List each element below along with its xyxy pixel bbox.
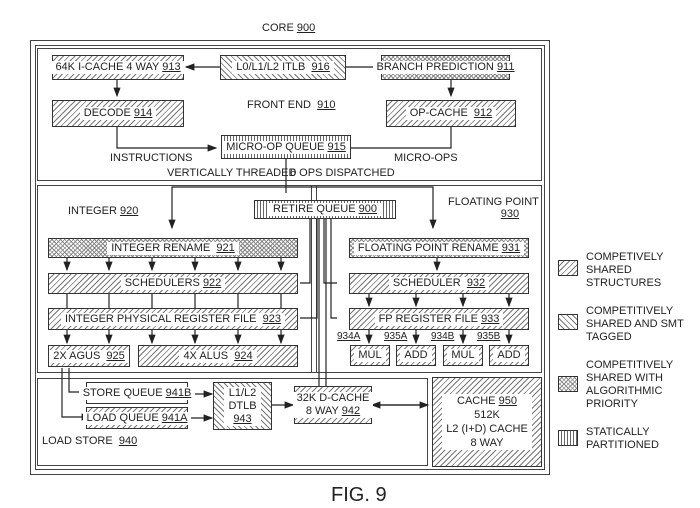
- fp-rename-box: FLOATING POINT RENAME 931: [349, 238, 529, 258]
- legend-competitively-shared-text: COMPETIVELY SHARED STRUCTURES: [586, 251, 664, 289]
- fp-unit-num: 934A: [337, 331, 361, 342]
- fp-unit-num: 935B: [477, 331, 501, 342]
- legend-algorithmic-priority-text: COMPETITIVELY SHARED WITH ALGORITHMIC PR…: [586, 359, 674, 410]
- legend-smt-tagged-text: COMPETITIVELY SHARED AND SMT TAGGED: [586, 305, 684, 343]
- integer-prf-box: INTEGER PHYSICAL REGISTER FILE 923: [48, 308, 298, 330]
- micro-ops-label: MICRO-OPS: [394, 152, 458, 164]
- integer-rename-box: INTEGER RENAME 921: [48, 238, 298, 258]
- legend-statically-partitioned-swatch: [558, 430, 578, 446]
- agus-box: 2X AGUS 925: [48, 345, 130, 367]
- legend-statically-partitioned-text: STATICALLY PARTITIONED: [586, 426, 659, 451]
- fp-add-unit: ADD: [489, 345, 529, 366]
- fp-register-file-box: FP REGISTER FILE 933: [349, 308, 529, 330]
- legend-competitively-shared-swatch: [558, 260, 578, 276]
- core-frame: [30, 40, 550, 475]
- fp-mul-unit: MUL: [350, 345, 390, 366]
- retire-queue-box: RETIRE QUEUE 900: [254, 200, 396, 219]
- front-end-frame: [37, 48, 542, 181]
- branch-prediction-box: BRANCH PREDICTION 911: [372, 55, 519, 80]
- store-queue-box: STORE QUEUE 941B: [78, 382, 196, 404]
- fp-unit-num: 934B: [431, 331, 455, 342]
- alus-box: 4X ALUS 924: [138, 345, 298, 367]
- load-store-frame: [37, 378, 428, 466]
- legend-smt-tagged-swatch: [558, 314, 578, 330]
- icache-box: 64K I-CACHE 4 WAY 913: [51, 55, 185, 80]
- op-cache-box: OP-CACHE 912: [386, 100, 516, 127]
- vertically-threaded-label: VERTICALLY THREADED: [167, 167, 297, 179]
- integer-label: INTEGER 920: [68, 205, 139, 217]
- itlb-box: L0/L1/L2 ITLB 916: [220, 55, 346, 80]
- load-store-label: LOAD STORE 940: [42, 435, 138, 447]
- fp-add-unit: ADD: [396, 345, 436, 366]
- core-label: CORE 900: [262, 22, 316, 34]
- legend-algorithmic-priority-swatch: [558, 376, 578, 392]
- core-inner-frame: [35, 45, 545, 470]
- fp-mul-unit: MUL: [443, 345, 483, 366]
- fp-unit-num: 935A: [384, 331, 408, 342]
- figure-caption: FIG. 9: [331, 484, 387, 506]
- ops-dispatched-label: 6 OPS DISPATCHED: [290, 167, 395, 179]
- schedulers-box: SCHEDULERS 922: [48, 273, 298, 294]
- front-end-label: FRONT END 910: [247, 99, 336, 111]
- load-queue-box: LOAD QUEUE 941A: [82, 407, 192, 429]
- decode-box: DECODE 914: [52, 100, 184, 127]
- floating-point-frame: [311, 185, 542, 373]
- micro-op-queue-box: MICRO-OP QUEUE 915: [221, 135, 351, 159]
- fp-scheduler-box: SCHEDULER 932: [349, 273, 529, 294]
- instructions-label: INSTRUCTIONS: [110, 152, 193, 164]
